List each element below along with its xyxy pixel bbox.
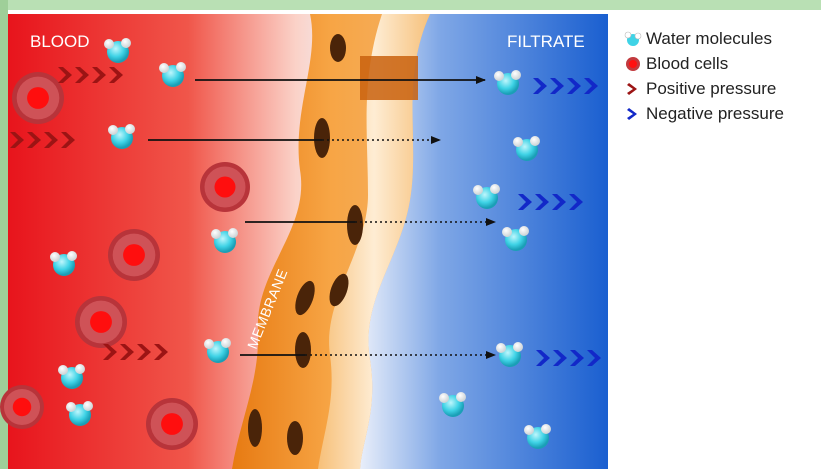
blood-cell-icon xyxy=(620,56,646,72)
blood-cell xyxy=(200,162,250,212)
legend-label-blood-cells: Blood cells xyxy=(646,54,728,74)
membrane-pore xyxy=(330,34,346,62)
negative-chevron-icon xyxy=(620,107,646,121)
top-frame-strip xyxy=(0,0,821,10)
legend-label-positive: Positive pressure xyxy=(646,79,776,99)
positive-chevron-icon xyxy=(620,82,646,96)
blood-cell xyxy=(12,72,64,124)
membrane-pore xyxy=(314,118,330,158)
blood-cell xyxy=(108,229,160,281)
filtrate-label: FILTRATE xyxy=(507,32,585,51)
blood-cell xyxy=(75,296,127,348)
membrane-channel xyxy=(360,56,418,100)
legend-item-negative: Negative pressure xyxy=(620,101,820,126)
membrane-pore xyxy=(287,421,303,455)
legend-label-negative: Negative pressure xyxy=(646,104,784,124)
blood-cell xyxy=(0,385,44,429)
membrane-pore xyxy=(248,409,262,447)
legend-item-positive: Positive pressure xyxy=(620,76,820,101)
legend: Water molecules Blood cells Positive pre… xyxy=(620,26,820,126)
legend-label-water: Water molecules xyxy=(646,29,772,49)
membrane-pore xyxy=(295,332,311,368)
membrane-pore xyxy=(347,205,363,245)
legend-item-water: Water molecules xyxy=(620,26,820,51)
water-molecule-icon xyxy=(620,31,646,47)
blood-label: BLOOD xyxy=(30,32,90,51)
legend-item-blood-cells: Blood cells xyxy=(620,51,820,76)
blood-cell xyxy=(146,398,198,450)
